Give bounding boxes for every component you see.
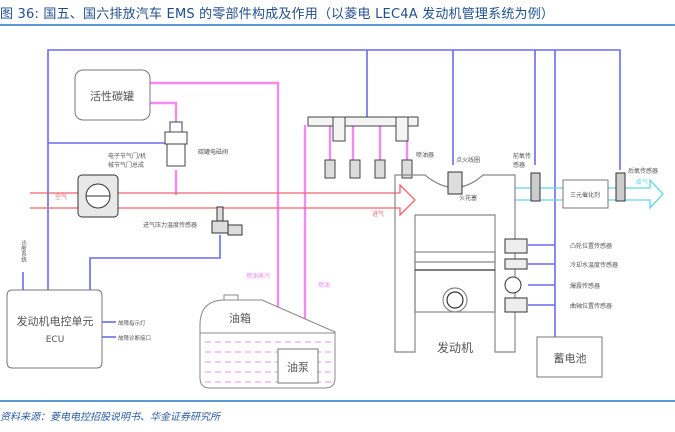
fuel-rail-icon [307, 116, 419, 142]
line-canister-vapor [150, 81, 280, 340]
canister-valve-icon [164, 121, 188, 167]
intake-pressure-sensor-icon [211, 206, 243, 236]
sensor-label-cam: 凸轮位置传感器 [570, 242, 612, 250]
catalyst-label: 三元催化剂 [570, 191, 600, 199]
front-o2-label-2: 感器 [513, 161, 525, 169]
throttle-label-2: 械节气门总成 [108, 161, 144, 169]
wire-intake-sensor [89, 235, 221, 290]
spark-plug-icon [447, 171, 463, 195]
spark-plug-label: 火花塞 [459, 194, 477, 202]
exhaust-arrow [515, 178, 664, 210]
ecu-label-1: 发动机电控单元 [17, 314, 94, 328]
throttle-body-icon [77, 174, 119, 218]
rear-o2-sensor-icon [615, 172, 626, 202]
battery-box [536, 336, 603, 378]
fuel-lines [150, 81, 409, 340]
throttle-label-1: 电子节气门/机 [108, 152, 146, 160]
battery-label: 蓄电池 [554, 352, 587, 365]
fuel-label: 燃油 [318, 281, 330, 289]
exhaust-label: 废气 [636, 178, 648, 186]
ecu-out-mil: 故障指示灯 [118, 319, 146, 327]
fuel-vapor-label: 燃油蒸汽 [246, 272, 270, 280]
diag-system-label: 诊断系统 [20, 239, 27, 264]
engine-block [394, 174, 516, 353]
ecu-label-2: ECU [46, 335, 65, 345]
tank-label: 油箱 [229, 311, 251, 325]
figure-caption: 国五、国六排放汽车 EMS 的零部件构成及作用（以菱电 LEC4A 发动机管理系… [43, 7, 555, 22]
air-label: 空气 [55, 193, 67, 201]
footer-rule [0, 400, 675, 402]
sensor-label-knock: 爆震传感器 [570, 282, 600, 290]
title-rule [0, 24, 675, 26]
ecu-box [6, 289, 103, 369]
engine-sensors-icons [504, 238, 528, 313]
figure-title: 图 36: 国五、国六排放汽车 EMS 的零部件构成及作用（以菱电 LEC4A … [0, 3, 554, 23]
catalyst-box [562, 179, 609, 209]
pump-label: 油泵 [287, 360, 309, 374]
line-canister-valve [150, 101, 178, 122]
injector-label: 喷油器 [416, 151, 434, 159]
front-o2-label-1: 前氧传 [513, 152, 531, 160]
rear-o2-label: 后氧传感器 [628, 167, 658, 175]
fuel-pump-box [277, 348, 319, 384]
injectors-icon [324, 159, 413, 179]
signal-wires [22, 49, 621, 345]
wire-ecu-rear-o2 [47, 49, 621, 290]
carbon-canister [74, 69, 151, 121]
sensor-label-coolant: 冷却水温度传感器 [570, 261, 618, 269]
intake-label: 进气 [372, 210, 384, 218]
intake-sensor-label: 进气压力温度传感器 [143, 221, 197, 229]
source-note: 资料来源：菱电电控招股说明书、华金证券研究所 [0, 412, 220, 423]
canister-valve-label: 碳罐电磁阀 [198, 148, 228, 156]
ignition-coil-label: 点火线圈 [456, 156, 480, 164]
ecu-out-diag-port: 故障诊断接口 [118, 334, 151, 342]
front-o2-sensor-icon [530, 172, 541, 202]
engine-label: 发动机 [437, 340, 473, 355]
intake-air-arrow [30, 183, 416, 217]
canister-label: 活性碳罐 [90, 89, 134, 103]
figure-number: 图 36: [0, 7, 40, 22]
sensor-label-crank: 曲轴位置传感器 [570, 302, 612, 310]
